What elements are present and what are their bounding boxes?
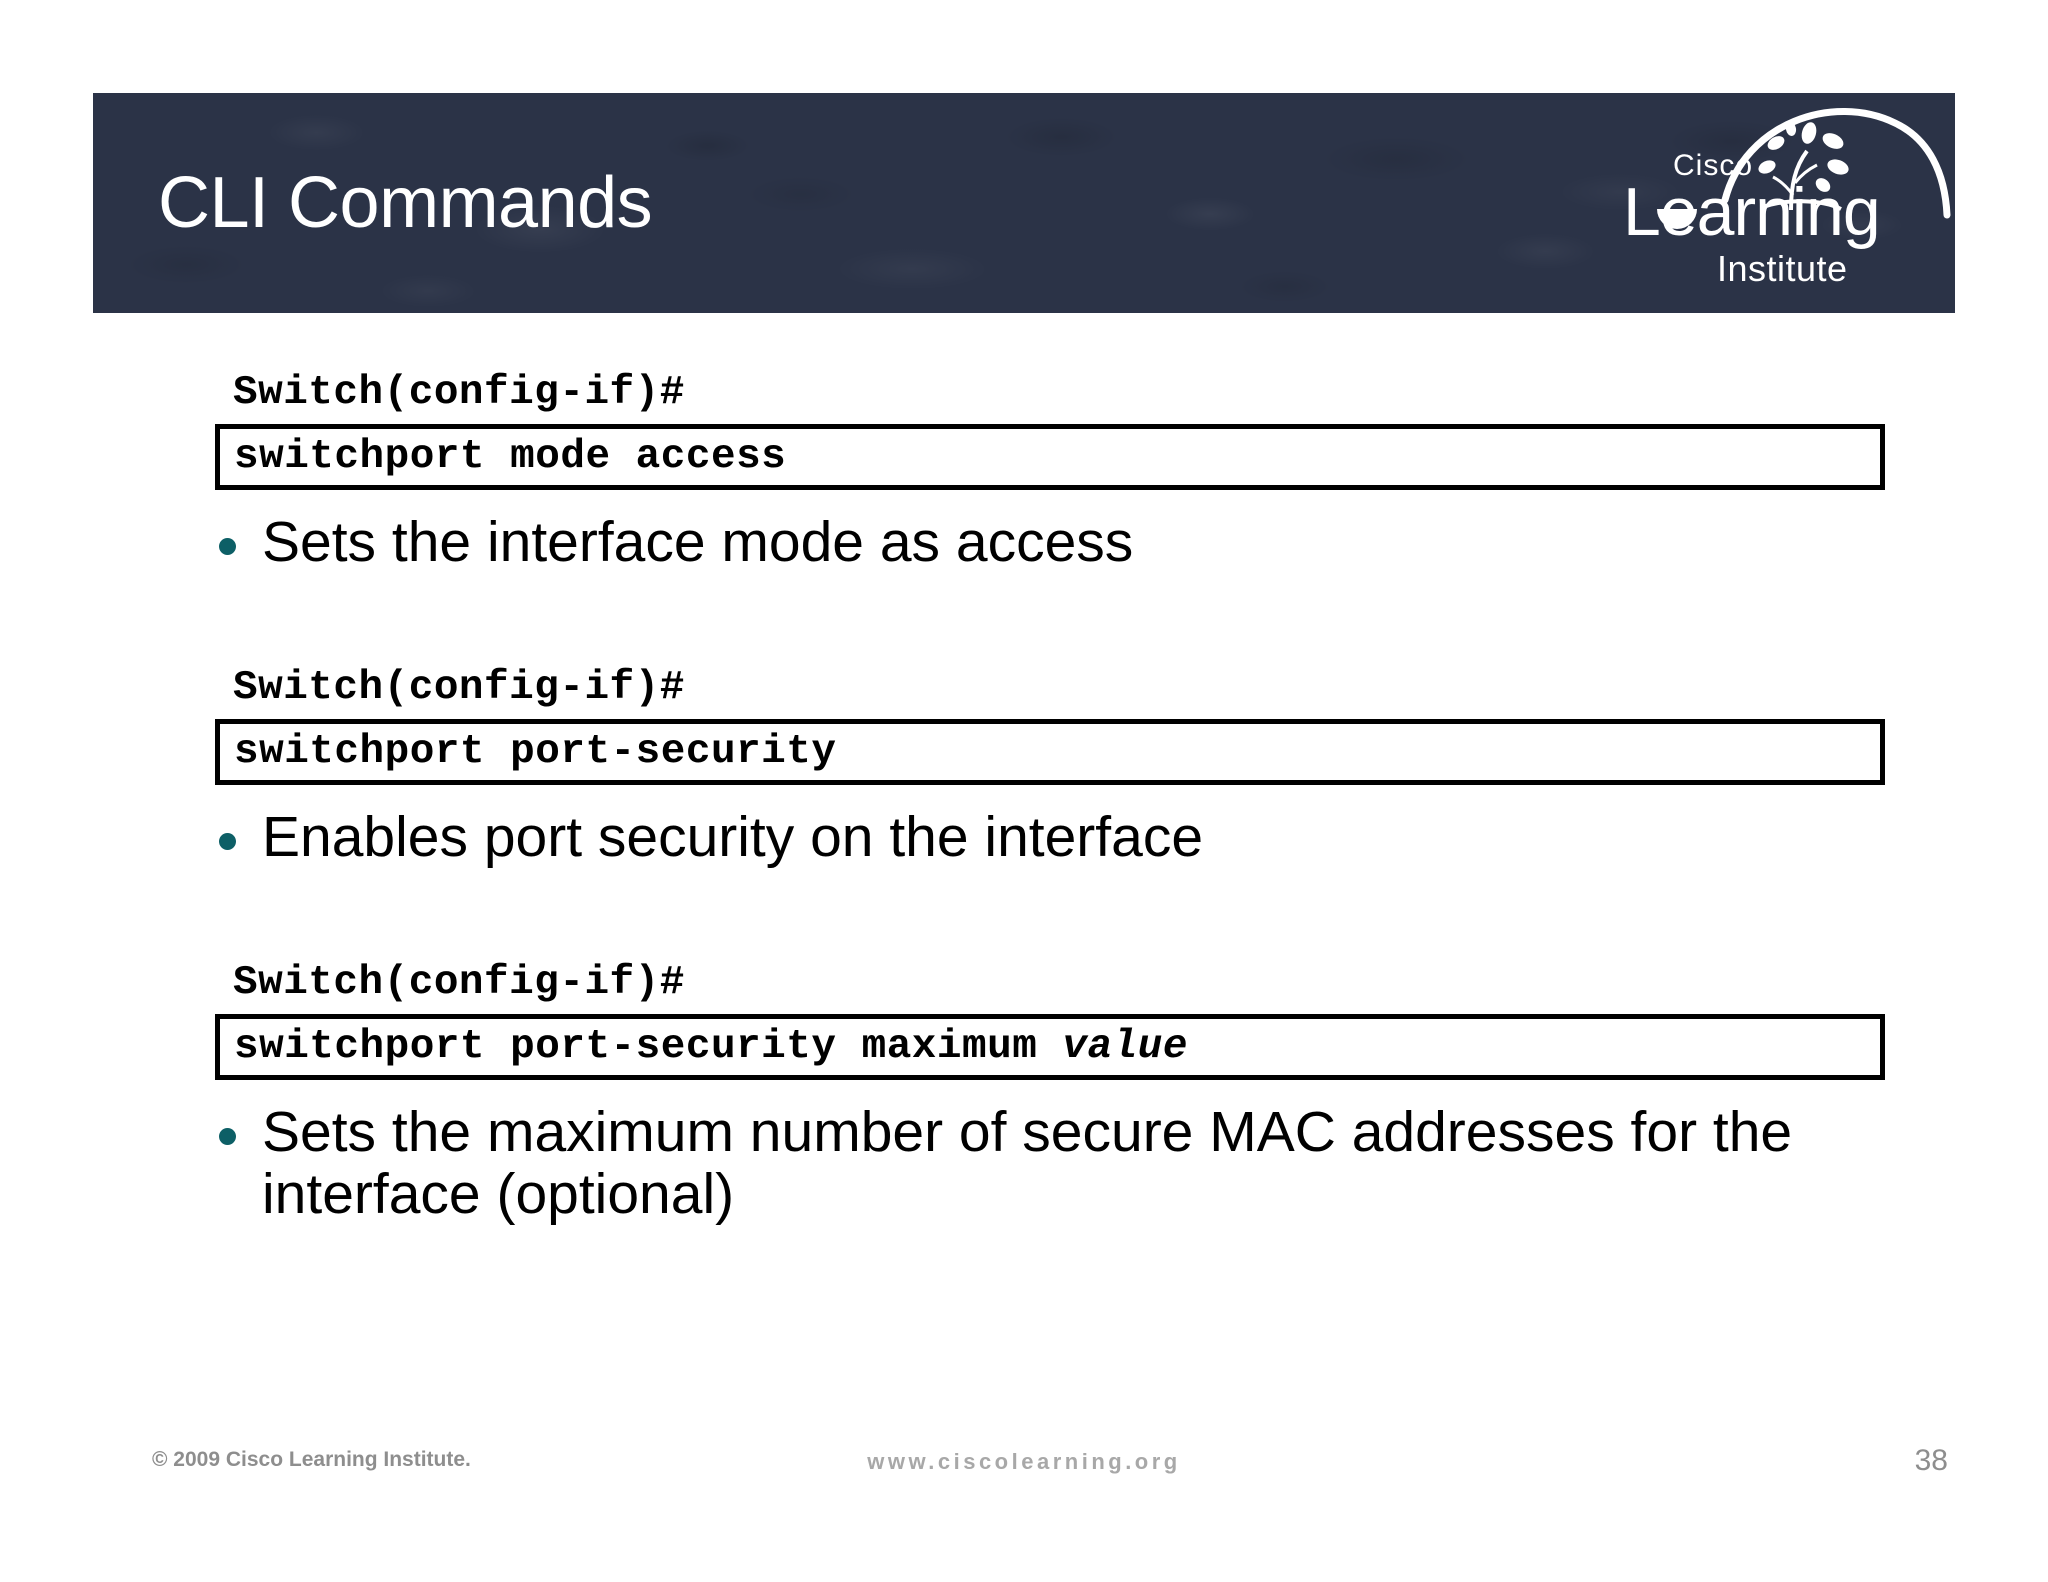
bullet-text-3: Sets the maximum number of secure MAC ad…: [262, 1100, 1793, 1226]
cli-command-main-3: switchport port-security maximum: [234, 1024, 1063, 1070]
ground-line-icon: [1762, 199, 1842, 211]
leaf-icon: [1767, 136, 1785, 150]
cli-prompt-2: Switch(config-if)#: [233, 665, 685, 711]
slide-header-banner: CLI Commands Cisco Learning: [93, 93, 1955, 313]
cli-command-main-2: switchport port-security: [234, 729, 837, 775]
bullet-item-1: Sets the interface mode as access: [215, 510, 1885, 574]
logo-subtitle-text: Institute: [1717, 248, 1848, 289]
slide-footer: © 2009 Cisco Learning Institute. www.cis…: [0, 1444, 2048, 1488]
cli-prompt-3: Switch(config-if)#: [233, 960, 685, 1006]
cli-command-box-3: switchport port-security maximum value: [215, 1014, 1885, 1080]
leaf-icon: [1827, 159, 1849, 175]
bullet-text-2: Enables port security on the interface: [262, 805, 1204, 869]
leaf-icon: [1785, 122, 1797, 136]
footer-website-url: www.ciscolearning.org: [867, 1449, 1181, 1474]
page-number: 38: [1914, 1444, 1948, 1477]
leaf-icon: [1822, 133, 1844, 149]
leaf-icon: [1801, 122, 1817, 144]
bullet-item-2: Enables port security on the interface: [215, 805, 1885, 869]
bullet-dot-icon: [219, 1128, 236, 1145]
cli-command-text-3: switchport port-security maximum value: [220, 1024, 1188, 1070]
bullet-dot-icon: [219, 833, 236, 850]
cli-command-box-2: switchport port-security: [215, 719, 1885, 785]
bullet-item-3: Sets the maximum number of secure MAC ad…: [215, 1100, 1885, 1226]
cli-command-text-1: switchport mode access: [220, 434, 786, 480]
cli-command-box-1: switchport mode access: [215, 424, 1885, 490]
bullet-text-1: Sets the interface mode as access: [262, 510, 1134, 574]
logo-brand-text: Cisco: [1673, 149, 1753, 182]
arc-swoosh-icon: [1721, 108, 1951, 219]
logo-svg: Cisco Learning Institute: [1623, 108, 1951, 289]
cli-prompt-1: Switch(config-if)#: [233, 370, 685, 416]
command-block-3: Switch(config-if)# switchport port-secur…: [215, 960, 1885, 1225]
foliage-pattern-background: [93, 93, 1955, 313]
leaf-icon: [1815, 178, 1831, 192]
cisco-learning-institute-logo: Cisco Learning Institute: [1595, 93, 1955, 313]
tree-trunk-icon: [1789, 149, 1809, 211]
page-title: CLI Commands: [158, 163, 653, 243]
command-block-2: Switch(config-if)# switchport port-secur…: [215, 665, 1885, 869]
cli-command-param-3: value: [1062, 1024, 1188, 1070]
bullet-dot-icon: [219, 538, 236, 555]
leaf-icon: [1758, 160, 1776, 174]
footer-copyright: © 2009 Cisco Learning Institute.: [152, 1448, 471, 1471]
cli-command-main-1: switchport mode access: [234, 434, 787, 480]
logo-e-mark-icon: [1657, 209, 1697, 229]
cli-command-text-2: switchport port-security: [220, 729, 837, 775]
command-block-1: Switch(config-if)# switchport mode acces…: [215, 370, 1885, 574]
